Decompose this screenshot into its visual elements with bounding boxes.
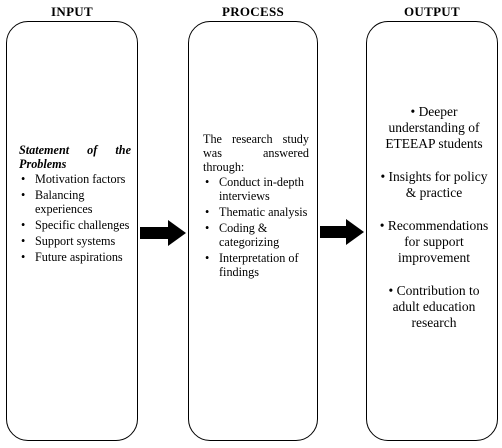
output-item: • Recommendations for support improvemen… — [379, 218, 489, 265]
input-list: Motivation factors Balancing experiences… — [19, 172, 131, 264]
output-heading: OUTPUT — [404, 4, 460, 19]
process-intro: The research study was answered through: — [203, 132, 309, 174]
list-item: Thematic analysis — [203, 205, 309, 219]
process-content: The research study was answered through:… — [203, 132, 309, 281]
list-item: Support systems — [19, 234, 131, 248]
process-box: The research study was answered through:… — [188, 21, 318, 441]
process-list: Conduct in-depth interviews Thematic ana… — [203, 175, 309, 279]
list-item: Balancing experiences — [19, 188, 131, 216]
list-item: Conduct in-depth interviews — [203, 175, 309, 203]
arrow-process-to-output — [320, 219, 364, 245]
output-item: • Deeper understanding of ETEEAP student… — [385, 104, 483, 151]
list-item: Coding & categorizing — [203, 221, 309, 249]
input-heading: INPUT — [51, 4, 93, 19]
input-title-line1: Statement of the — [19, 143, 131, 157]
process-intro-line1: The research study — [203, 132, 309, 146]
output-box: • Deeper understanding of ETEEAP student… — [366, 21, 498, 441]
list-item: Interpretation of findings — [203, 251, 309, 279]
input-box: Statement of the Problems Motivation fac… — [6, 21, 138, 441]
arrow-input-to-process — [140, 220, 186, 246]
input-title-line2: Problems — [19, 157, 67, 171]
list-item: Specific challenges — [19, 218, 131, 232]
output-content: • Deeper understanding of ETEEAP student… — [375, 104, 493, 348]
process-heading: PROCESS — [221, 4, 285, 19]
list-item: Future aspirations — [19, 250, 131, 264]
input-content: Statement of the Problems Motivation fac… — [19, 143, 131, 266]
process-intro-line3: through: — [203, 160, 245, 174]
process-intro-line2: was answered — [203, 146, 309, 160]
output-item: • Contribution to adult education resear… — [388, 283, 480, 330]
list-item: Motivation factors — [19, 172, 131, 186]
output-item: • Insights for policy & practice — [380, 169, 488, 200]
